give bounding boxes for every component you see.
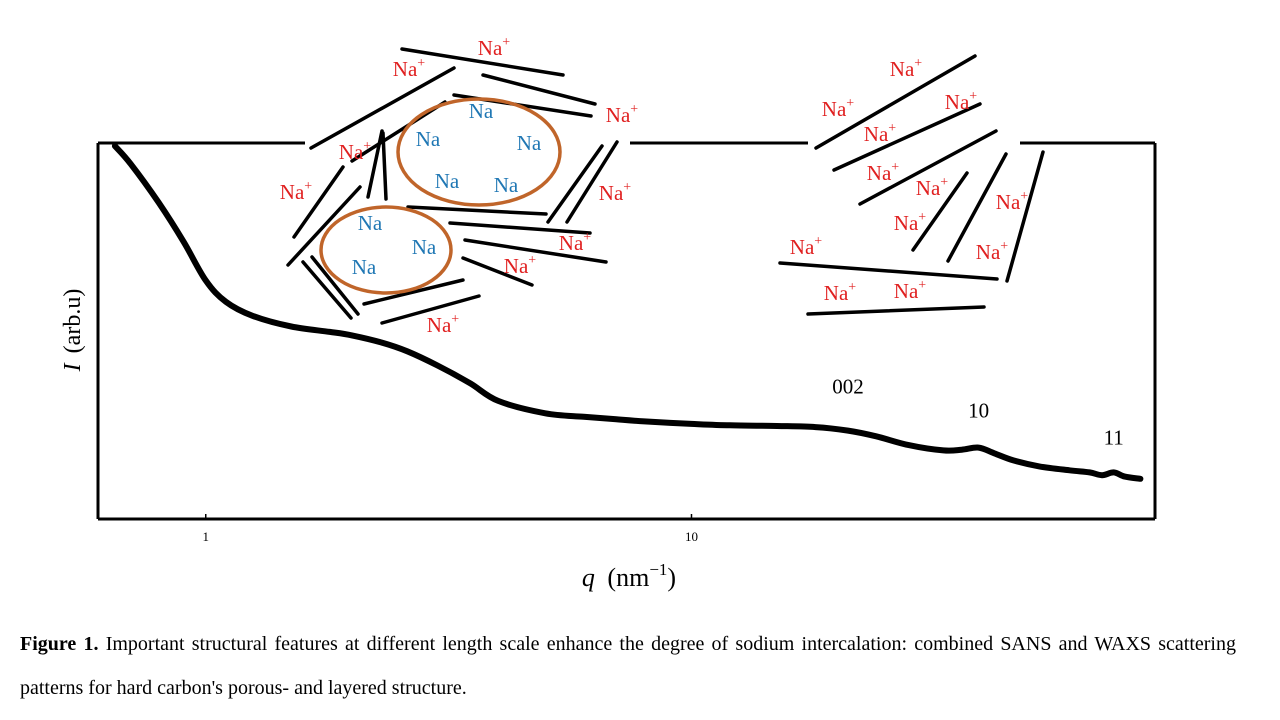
sodium-ion-label: Na+ (478, 35, 511, 60)
figure-caption: Figure 1. Important structural features … (20, 622, 1236, 710)
graphene-sheet (286, 185, 362, 267)
pore-ellipse-small (319, 205, 453, 295)
graphene-sheet (858, 129, 998, 206)
sodium-ion-label: Na+ (427, 312, 460, 337)
sodium-ion-label: Na+ (894, 278, 927, 303)
graphene-sheet (292, 165, 345, 239)
sodium-ion-label: Na+ (822, 96, 855, 121)
sodium-ion-label: Na+ (790, 234, 823, 259)
graphene-sheet (461, 256, 534, 287)
graphene-sheet (406, 205, 548, 216)
sodium-ion-label: Na+ (894, 210, 927, 235)
sodium-ion-label: Na+ (864, 121, 897, 146)
sodium-ion-label: Na+ (867, 160, 900, 185)
y-axis-label: I (arb.u) (60, 289, 86, 373)
graphene-sheet (309, 66, 456, 150)
graphene-sheet (565, 140, 619, 224)
graphene-sheet (481, 73, 597, 106)
graphene-sheet (946, 152, 1008, 263)
sodium-ion-label: Na+ (393, 56, 426, 81)
sodium-cluster-label: Na (517, 131, 542, 155)
sodium-ion-label: Na+ (599, 180, 632, 205)
graphene-sheet (814, 54, 977, 150)
x-tick-label: 10 (685, 529, 698, 544)
sodium-ion-label: Na+ (280, 179, 313, 204)
x-axis-variable: q (582, 563, 595, 592)
caption-label: Figure 1. (20, 633, 99, 655)
sodium-ion-label: Na+ (890, 56, 923, 81)
sodium-cluster-label: Na (416, 127, 441, 151)
sodium-cluster-label: Na (352, 255, 377, 279)
peak-label: 002 (832, 375, 864, 399)
sodium-ion-label: Na+ (976, 239, 1009, 264)
graphene-sheet (366, 129, 384, 199)
sodium-ion-label: Na+ (996, 189, 1029, 214)
sodium-cluster-label: Na (412, 235, 437, 259)
graphene-sheet (911, 171, 969, 252)
graphene-sheet (806, 305, 986, 316)
peak-label: 11 (1104, 425, 1124, 449)
sodium-cluster-label: Na (358, 211, 383, 235)
graphene-sheet (310, 255, 360, 316)
x-axis-unit-exponent: −1 (649, 560, 667, 579)
graphene-sheet (381, 131, 388, 201)
plot-frame (96, 141, 1157, 521)
scattering-curve-line (111, 143, 1144, 482)
pore-ellipse-large (396, 97, 562, 207)
graphene-sheet (448, 221, 592, 235)
sodium-ion-label: Na+ (606, 102, 639, 127)
sodium-ion-label: Na+ (945, 89, 978, 114)
graphene-sheet (463, 238, 608, 264)
graphene-sheet (832, 102, 982, 172)
sodium-ion-label: Na+ (339, 139, 372, 164)
y-axis-unit: (arb.u) (60, 289, 86, 354)
sodium-cluster-label: Na (494, 173, 519, 197)
x-axis-unit-close: ) (667, 563, 676, 592)
sodium-ion-label: Na+ (824, 280, 857, 305)
x-axis-unit-base: (nm (607, 563, 649, 592)
graphene-sheet (400, 47, 565, 77)
y-axis-variable: I (60, 362, 86, 372)
sodium-ion-label: Na+ (916, 175, 949, 200)
graphene-sheet (546, 144, 604, 224)
x-tick-label: 1 (203, 529, 210, 544)
peak-labels: 002 10 11 (832, 375, 1124, 450)
peak-label: 10 (968, 399, 989, 423)
graphene-sheet (778, 261, 999, 281)
sodium-ion-label: Na+ (504, 253, 537, 278)
graphene-sheet (301, 260, 353, 320)
x-axis-ticks: 1 10 (203, 514, 698, 544)
sodium-cluster-label: Na (435, 169, 460, 193)
sodium-ion-label: Na+ (559, 230, 592, 255)
graphene-sheet (1005, 150, 1045, 283)
graphene-sheet (362, 278, 465, 306)
graphene-sheet (380, 294, 481, 325)
caption-text: Important structural features at differe… (20, 633, 1236, 699)
x-axis-label: q (nm−1) (582, 560, 676, 592)
scattering-curve (111, 143, 1144, 482)
layered-structure-schematic: Na+Na+Na+Na+Na+Na+Na+Na+Na+Na+Na+Na+ (778, 54, 1045, 316)
sodium-cluster-label: Na (469, 99, 494, 123)
